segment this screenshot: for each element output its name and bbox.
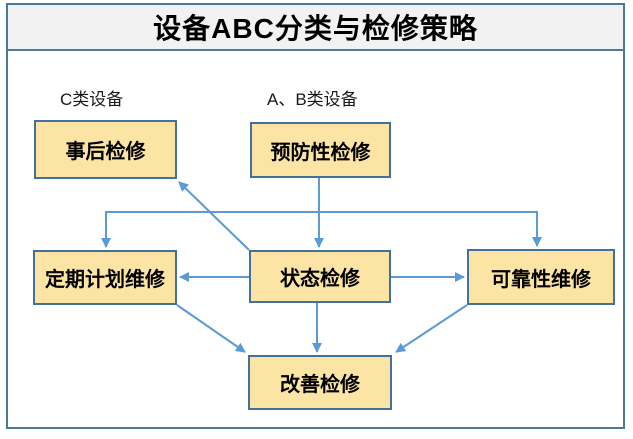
label-c-class-equipment: C类设备 [60,90,124,109]
diagram-title: 设备ABC分类与检修策略 [153,13,478,44]
node-improvement-maintenance: 改善检修 [248,355,392,410]
node-after-repair: 事后检修 [34,120,177,179]
node-periodic-planned-maintenance: 定期计划维修 [33,250,177,305]
outer-frame: 设备ABC分类与检修策略 C类设备 A、B类设备 事后检修 预防性检修 定期计划… [6,3,625,429]
node-preventive-maintenance: 预防性检修 [250,122,391,178]
title-bar: 设备ABC分类与检修策略 [8,5,623,51]
node-condition-based-maintenance: 状态检修 [249,250,391,303]
node-reliability-maintenance: 可靠性维修 [467,249,615,305]
label-ab-class-equipment: A、B类设备 [267,90,358,109]
